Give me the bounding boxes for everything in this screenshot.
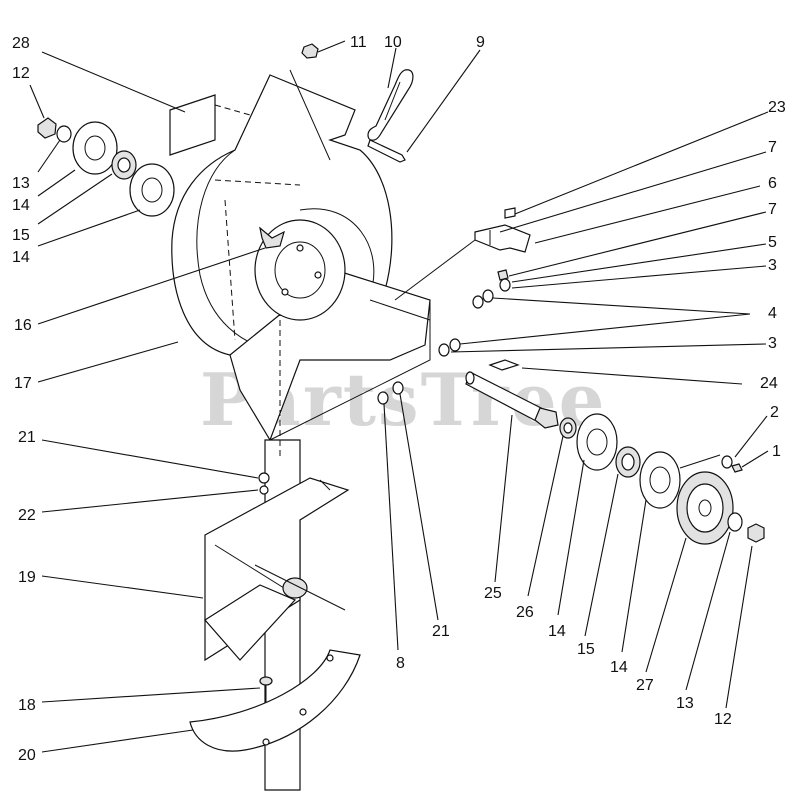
callout-11: 11 <box>350 34 367 51</box>
nut-22 <box>259 485 269 495</box>
washer-21-right <box>392 381 404 395</box>
callout-19: 19 <box>18 569 36 586</box>
callout-5: 5 <box>768 234 777 251</box>
callout-28: 28 <box>12 35 30 52</box>
callout-15-left: 15 <box>12 227 30 244</box>
callout-27: 27 <box>636 677 654 694</box>
callout-25: 25 <box>484 585 502 602</box>
washer-2 <box>721 455 733 469</box>
callout-2: 2 <box>770 404 779 421</box>
callout-7-upper: 7 <box>768 139 777 156</box>
bearing-flange-14-outer <box>639 451 681 509</box>
callout-10: 10 <box>384 34 402 51</box>
callout-14-left-b: 14 <box>12 249 30 266</box>
callout-7-lower: 7 <box>768 201 777 218</box>
callout-3-lower: 3 <box>768 335 777 352</box>
leader-lines <box>29 40 769 753</box>
callout-23: 23 <box>768 99 786 116</box>
chute-handle-10 <box>367 69 414 141</box>
pulley-axis-line <box>679 454 721 469</box>
bearing-flange-14 <box>576 413 618 471</box>
upper-right-hardware <box>394 207 531 357</box>
callout-14-left-a: 14 <box>12 197 30 214</box>
nut-1 <box>731 463 743 473</box>
washer-13 <box>727 512 743 532</box>
callout-14-right-b: 14 <box>610 659 628 676</box>
bearing-15 <box>615 446 641 478</box>
callout-12-left: 12 <box>12 65 30 82</box>
callout-21-right: 21 <box>432 623 450 640</box>
pulley-27 <box>676 471 734 545</box>
callout-3-upper: 3 <box>768 257 777 274</box>
callout-22: 22 <box>18 507 36 524</box>
callout-1: 1 <box>772 443 781 460</box>
bolt-11 <box>301 43 319 59</box>
callout-6: 6 <box>768 175 777 192</box>
bearing-26 <box>559 417 577 439</box>
callout-20: 20 <box>18 747 36 764</box>
callout-13-left: 13 <box>12 175 30 192</box>
callout-17: 17 <box>14 375 32 392</box>
callout-13-right: 13 <box>676 695 694 712</box>
nut-12 <box>747 523 765 543</box>
nut-8 <box>377 391 389 405</box>
callout-15-right: 15 <box>577 641 595 658</box>
key-24 <box>488 359 520 371</box>
callout-9: 9 <box>476 34 485 51</box>
callout-16: 16 <box>14 317 32 334</box>
frame-bracket <box>229 269 431 442</box>
callout-4: 4 <box>768 305 777 322</box>
left-hardware-stack <box>37 117 175 217</box>
scraper-blade-20 <box>189 649 361 752</box>
washer-21-left <box>258 472 270 484</box>
callout-8: 8 <box>396 655 405 672</box>
impeller-19 <box>204 477 350 662</box>
callout-21-left: 21 <box>18 429 36 446</box>
callout-14-right-a: 14 <box>548 623 566 640</box>
bolt-9 <box>367 139 406 163</box>
callout-24: 24 <box>760 375 778 392</box>
callout-26: 26 <box>516 604 534 621</box>
callout-18: 18 <box>18 697 36 714</box>
callout-12-right: 12 <box>714 711 732 728</box>
hub-bolt-16 <box>259 226 285 249</box>
drive-shaft-25 <box>465 371 559 429</box>
